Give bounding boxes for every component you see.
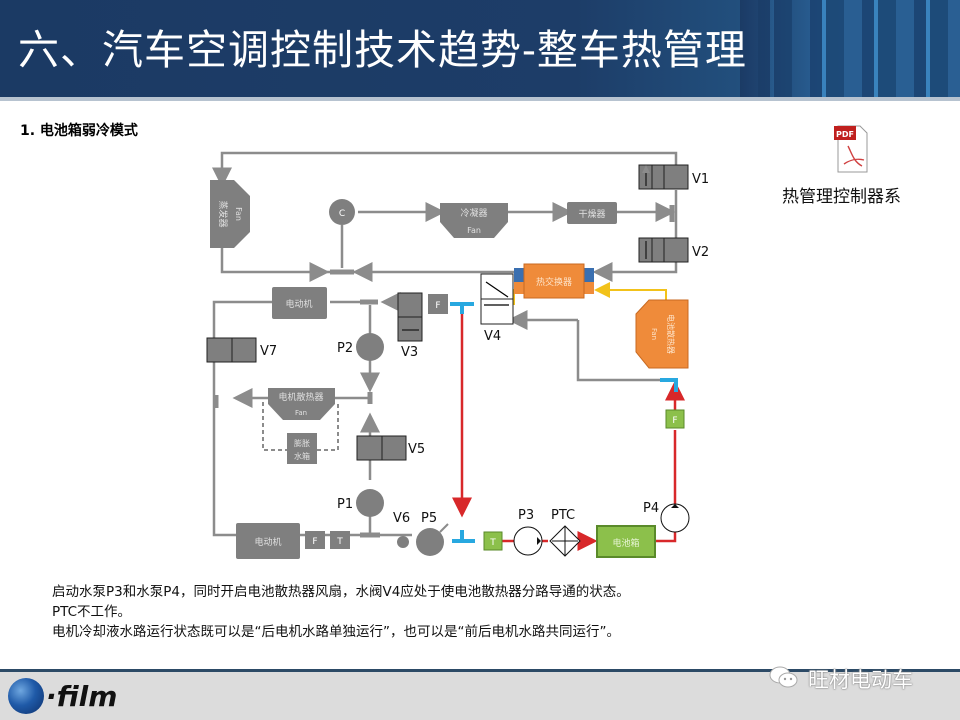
section-title: 1. 电池箱弱冷模式 [20,123,138,139]
temp-sensor-motor: T [330,531,350,549]
battery-coolant-lines [452,310,685,551]
header-decoration [740,0,960,97]
svg-text:V3: V3 [401,345,418,360]
slide-footer [0,672,960,720]
description-line-2: PTC不工作。 [52,604,132,620]
battery-radiator: 电池散热器 Fan [635,299,689,369]
slide-header: 六、汽车空调控制技术趋势-整车热管理 [0,0,960,97]
description-line-1: 启动水泵P3和水泵P4，同时开启电池散热器风扇，水阀V4应处于使电池散热器分路导… [52,584,630,600]
svg-text:膨胀: 膨胀 [294,438,310,448]
svg-text:T: T [336,537,343,547]
valve-v2[interactable]: V2 [638,237,709,263]
svg-text:干燥器: 干燥器 [578,209,605,220]
svg-text:Fan: Fan [234,207,243,221]
filter-v3: F [428,294,448,314]
pump-p5[interactable]: P5 [416,511,449,556]
valve-v5[interactable]: V5 [356,435,425,461]
svg-text:蒸发器: 蒸发器 [217,200,229,227]
svg-text:V2: V2 [692,245,709,260]
svg-text:电动机: 电动机 [254,536,281,548]
svg-text:P3: P3 [518,508,534,523]
svg-text:PTC: PTC [551,508,575,523]
svg-text:热交换器: 热交换器 [536,276,572,288]
svg-text:V1: V1 [692,172,709,187]
svg-text:Fan: Fan [467,226,481,235]
attachment-label[interactable]: 热管理控制器系 [782,187,901,207]
mode-description: 启动水泵P3和水泵P4，同时开启电池散热器风扇，水阀V4应处于使电池散热器分路导… [52,582,630,642]
svg-text:P1: P1 [337,497,353,512]
globe-logo-icon [8,678,44,714]
wechat-icon [769,666,798,688]
expansion-tank: 膨胀 水箱 [287,433,317,464]
coolant-junctions [450,302,678,543]
svg-text:电动机: 电动机 [285,298,312,310]
svg-text:电机散热器: 电机散热器 [278,391,323,403]
pump-p1[interactable]: P1 [337,489,384,517]
header-divider [0,97,960,101]
dryer: 干燥器 [567,202,617,224]
temp-sensor-battery: T [483,531,503,551]
svg-text:V5: V5 [408,442,425,457]
motor-bottom: 电动机 [236,523,300,559]
condenser: 冷凝器 Fan [440,203,508,238]
svg-text:Fan: Fan [650,328,658,340]
brand-logo-text: ·film [46,680,118,713]
svg-text:水箱: 水箱 [294,451,310,461]
svg-text:T: T [489,538,496,548]
battery-box: 电池箱 [596,525,656,558]
line-v2-out [592,262,678,282]
svg-text:C: C [339,209,345,219]
compressor: C [329,199,355,225]
filter-battery: F [665,409,685,429]
valve-v7[interactable]: V7 [206,337,277,363]
svg-text:P4: P4 [643,501,659,516]
svg-text:V7: V7 [260,344,277,359]
pump-p2[interactable]: P2 [337,333,384,361]
svg-text:V6: V6 [393,511,410,526]
svg-text:电池散热器: 电池散热器 [666,314,676,354]
valve-v1[interactable]: V1 [638,164,709,190]
slide-title: 六、汽车空调控制技术趋势-整车热管理 [18,26,747,74]
svg-text:V4: V4 [484,329,501,344]
svg-text:电池箱: 电池箱 [612,537,639,549]
valve-v4[interactable]: V4 [480,273,514,344]
svg-text:Fan: Fan [295,409,307,417]
evaporator: 蒸发器 Fan [210,180,250,248]
motor-radiator: 电机散热器 Fan [268,388,335,420]
svg-text:F: F [435,301,440,311]
svg-text:P2: P2 [337,341,353,356]
svg-text:冷凝器: 冷凝器 [460,207,487,219]
watermark-text: 旺材电动车 [808,668,913,692]
expansion-tank-link [262,402,339,451]
footer-divider [0,669,960,672]
svg-text:P5: P5 [421,511,437,526]
line-evap-out [220,248,330,282]
svg-text:F: F [672,416,677,426]
pump-p4[interactable]: P4 [643,501,690,533]
description-line-3: 电机冷却液水路运行状态既可以是“后电机水路单独运行”，也可以是“前后电机水路共同… [52,624,620,640]
line-top [212,151,678,188]
heat-exchanger: 热交换器 [514,263,594,299]
valve-v6[interactable]: V6 [393,511,410,548]
svg-text:F: F [312,537,317,547]
pdf-file-icon[interactable]: PDF [834,124,868,174]
ptc-heater: PTC [549,508,581,557]
pump-p3[interactable]: P3 [513,508,543,556]
pdf-icon-text: PDF [836,130,854,139]
valve-v3[interactable]: V3 [397,292,423,360]
motor-top: 电动机 [272,287,327,319]
filter-motor: F [305,531,325,549]
